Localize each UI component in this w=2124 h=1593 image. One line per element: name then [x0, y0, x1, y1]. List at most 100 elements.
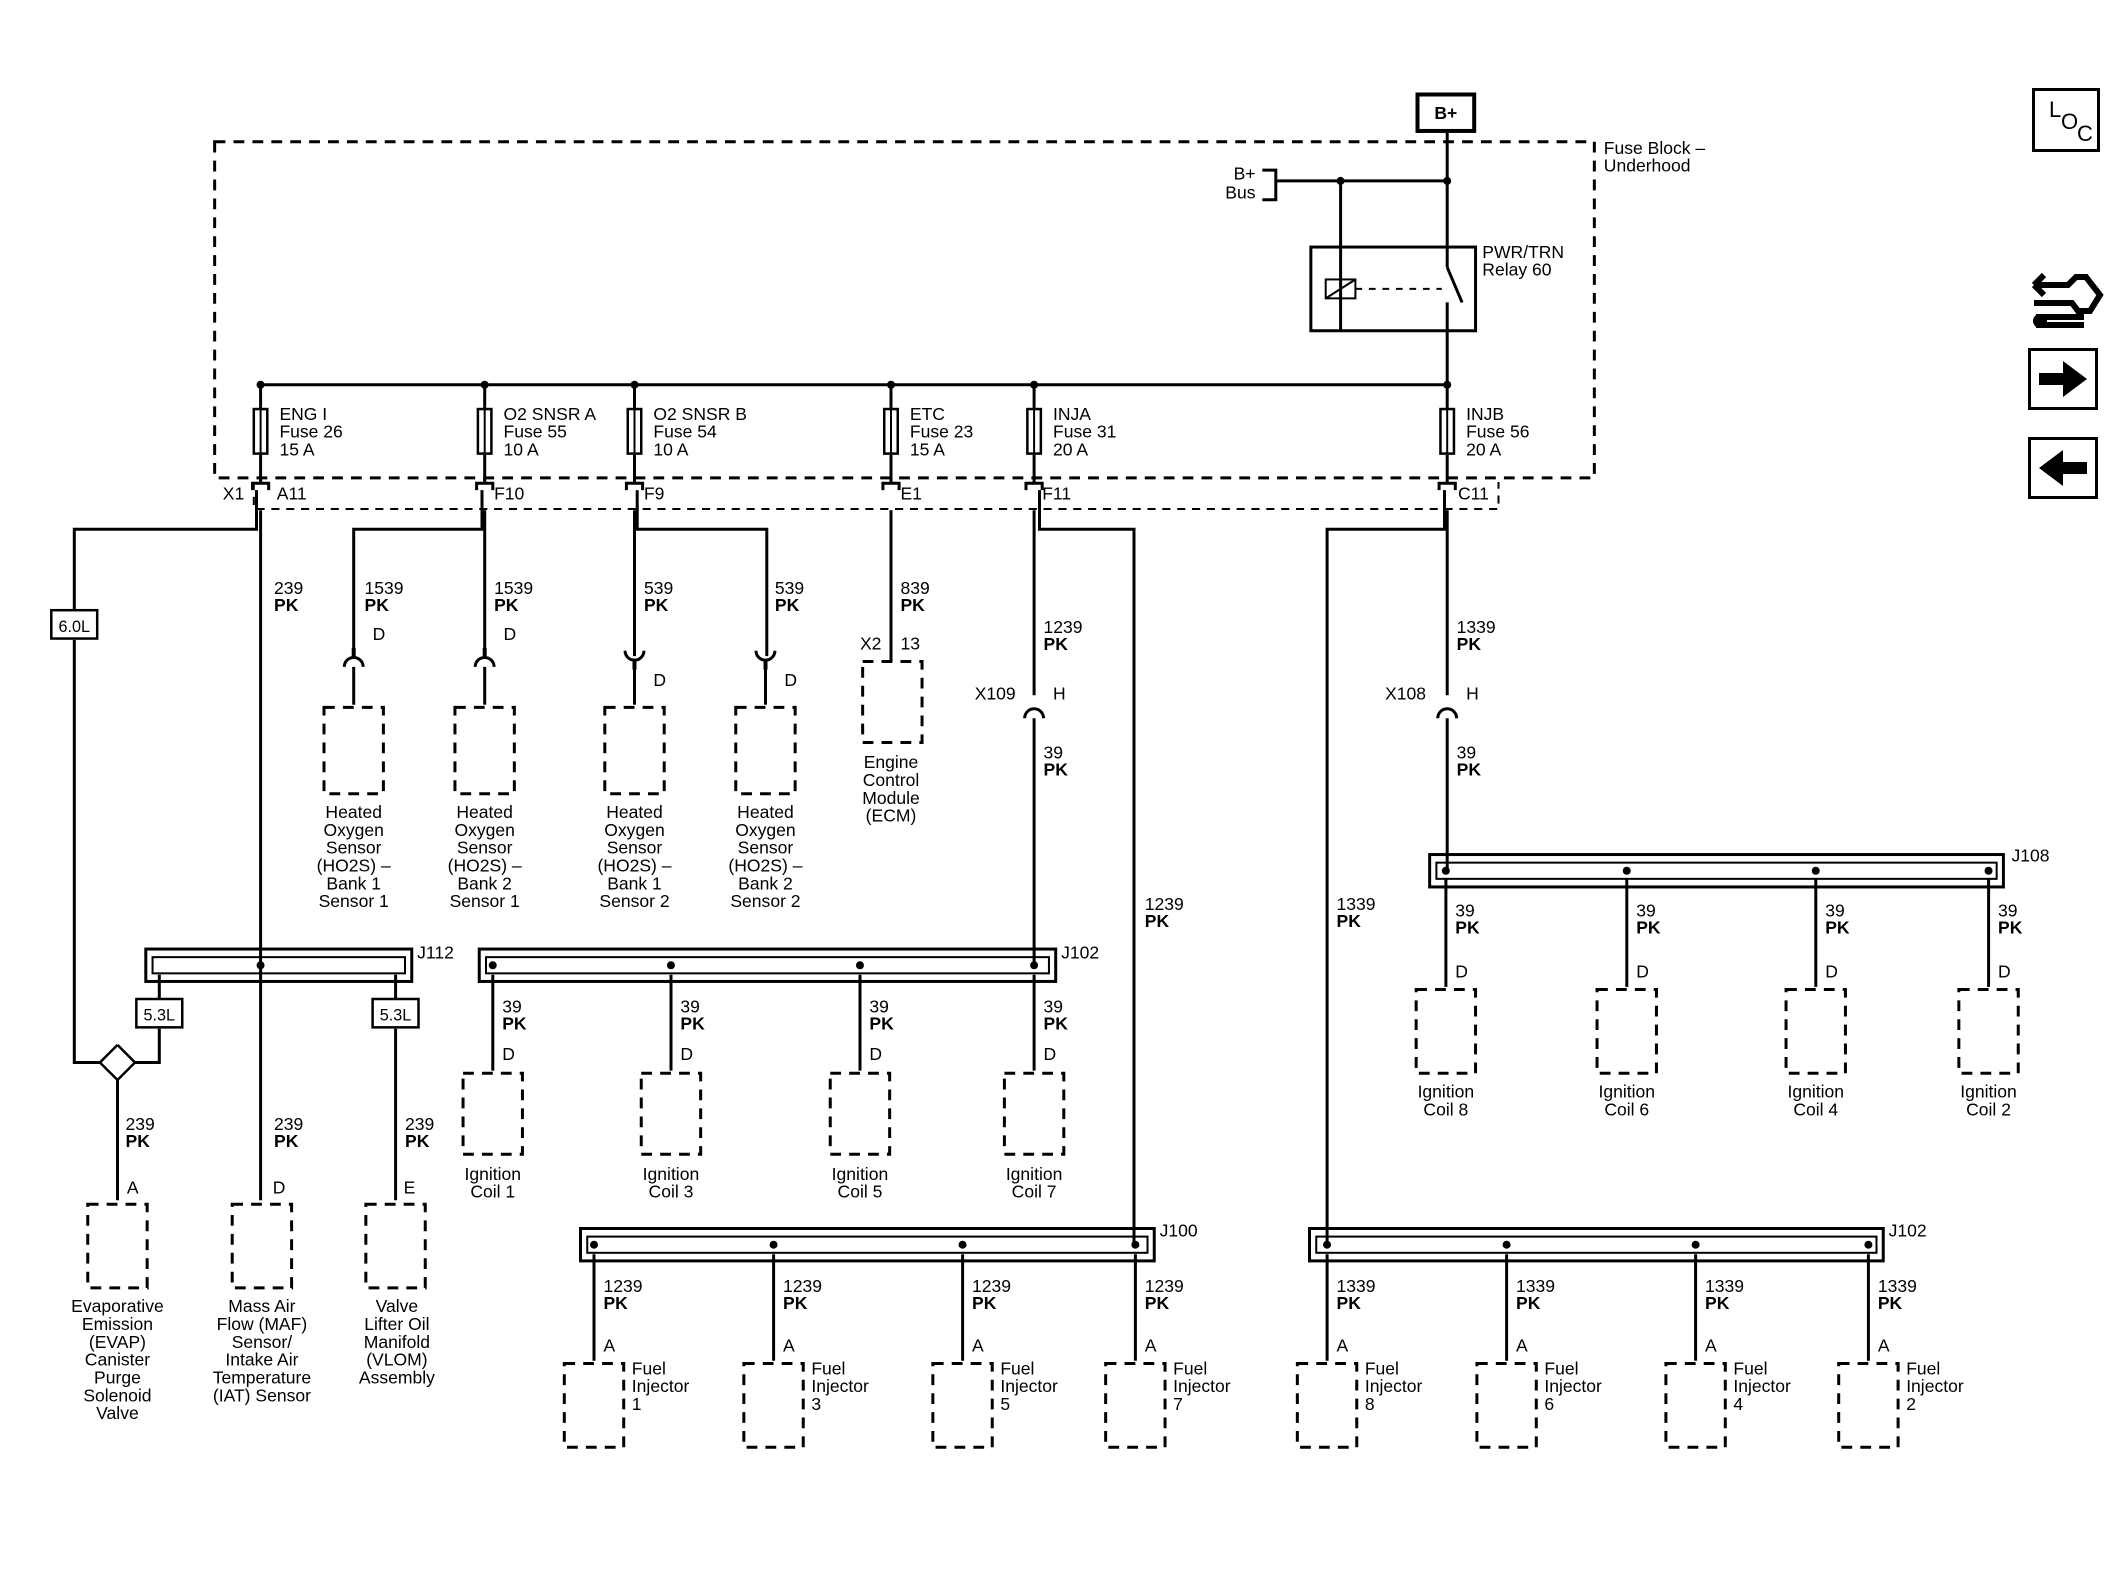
wire-1339-label-j102b-color: PK [1337, 911, 1362, 931]
ho2s-1-box [453, 705, 516, 796]
j108-node-3 [1984, 866, 1993, 875]
relay-60-label-line-0: PWR/TRN [1482, 242, 1564, 262]
j102b-node-2 [1691, 1240, 1700, 1249]
wire-1339-label-inj-even-1-color: PK [1516, 1293, 1541, 1313]
fuse-1-label-line-2: 10 A [504, 439, 539, 459]
inj-even-2-label-line-2: 4 [1733, 1394, 1743, 1414]
wire-1239-label-inj-odd-0-color: PK [603, 1293, 628, 1313]
coil-even-0-label-line-1: Coil 8 [1423, 1099, 1468, 1119]
j112-node-maf [256, 961, 265, 970]
wire-39-label-coil-odd-0-color: PK [502, 1013, 527, 1033]
option-5-3l-a-text: 5.3L [144, 1007, 176, 1025]
wire-239-label-evap-color: PK [126, 1131, 151, 1151]
splice-j102a-inner [485, 956, 1050, 975]
coil-even-1-box [1595, 988, 1658, 1075]
fuse-0-label-line-2: 15 A [279, 439, 314, 459]
inj-even-2-pin: A [1705, 1335, 1717, 1355]
splice-j102a-outer [477, 947, 1058, 983]
ecm-label-line-2: Module [862, 788, 920, 808]
inj-even-2-box [1664, 1362, 1727, 1449]
wire-39-label-coil-even-2-circuit: 39 [1825, 901, 1845, 921]
coil-even-3-box [1957, 988, 2020, 1075]
coil-even-3-pin: D [1998, 961, 2011, 981]
evap-pin-a: A [127, 1177, 139, 1197]
j102a-node-1 [666, 961, 675, 970]
vlom-pin-e: E [404, 1177, 416, 1197]
j102b-node-3 [1864, 1240, 1873, 1249]
inj-even-0-pin: A [1337, 1335, 1349, 1355]
coil-even-1-pin: D [1636, 961, 1649, 981]
j102a-node-2 [855, 961, 864, 970]
next-page-button[interactable] [2028, 348, 2098, 410]
wire-539-label-b-circuit: 539 [775, 578, 804, 598]
wire-239-label-vlom-circuit: 239 [405, 1114, 434, 1134]
coil-odd-0-box [461, 1071, 524, 1156]
coil-odd-2-label-line-0: Ignition [832, 1164, 889, 1184]
vlom-assembly-label-line-2: Manifold [364, 1332, 430, 1352]
maf-sensor-label-line-1: Flow (MAF) [217, 1314, 308, 1334]
coil-even-0-label-line-0: Ignition [1418, 1082, 1475, 1102]
previous-page-button[interactable] [2028, 437, 2098, 499]
component-layer [50, 92, 2020, 1449]
inj-odd-3-label-line-2: 7 [1173, 1394, 1183, 1414]
wire-1539-label-b-circuit: 1539 [494, 578, 533, 598]
loc-button[interactable]: L O C [2032, 88, 2100, 152]
wire-239-label-maf-color: PK [274, 1131, 299, 1151]
ho2s-1-label-line-2: Sensor [457, 838, 513, 858]
wire-239-label-a-color: PK [274, 595, 299, 615]
maf-sensor-label-line-0: Mass Air [228, 1296, 295, 1316]
relay-switch-blade [1445, 266, 1464, 303]
inj-even-0-label-line-0: Fuel [1365, 1358, 1399, 1378]
evap-valve-label-line-1: Emission [82, 1314, 153, 1334]
inj-odd-0-label-line-0: Fuel [632, 1358, 666, 1378]
maf-sensor-label-line-3: Intake Air [225, 1350, 298, 1370]
coil-odd-3-box [1002, 1071, 1066, 1156]
rail-node-5 [1443, 380, 1452, 389]
connector-harness-icon[interactable] [2028, 255, 2108, 335]
ho2s-0-label-line-4: Bank 1 [326, 873, 381, 893]
maf-pin-d: D [273, 1177, 286, 1197]
inj-even-0-box [1295, 1362, 1359, 1449]
coil-even-1-label-line-0: Ignition [1598, 1082, 1655, 1102]
evap-valve-label-line-0: Evaporative [71, 1296, 164, 1316]
ecm-label-line-0: Engine [864, 752, 919, 772]
wire-839-label-circuit: 839 [900, 578, 929, 598]
j100-node-1 [769, 1240, 778, 1249]
wire-39-label-j102a-circuit: 39 [1044, 743, 1064, 763]
wire-39-label-coil-odd-3-color: PK [1044, 1013, 1069, 1033]
x109-pin-label: H [1053, 683, 1066, 703]
fuse-block-label-line-0: Fuse Block – [1604, 138, 1706, 158]
wire-1339-label-main-circuit: 1339 [1457, 617, 1496, 637]
x1-pin-4-label: F11 [1042, 484, 1071, 504]
wire-1239-label-inj-odd-1-circuit: 1239 [783, 1276, 822, 1296]
j100-node-3 [1131, 1240, 1140, 1249]
wire-1239-label-j100-circuit: 1239 [1145, 894, 1184, 914]
inj-even-0-label-line-1: Injector [1365, 1376, 1423, 1396]
ho2s-0-label-line-0: Heated [325, 802, 382, 822]
wire-39-label-coil-even-0-circuit: 39 [1455, 901, 1475, 921]
inj-even-3-label-line-2: 2 [1906, 1394, 1916, 1414]
inj-even-3-box [1837, 1362, 1900, 1449]
fuse-2-label-line-2: 10 A [653, 439, 688, 459]
inj-even-1-label-line-1: Injector [1544, 1376, 1602, 1396]
inj-even-3-pin: A [1878, 1335, 1890, 1355]
loc-letter-o: O [2061, 109, 2079, 134]
wire-239-label-a-circuit: 239 [274, 578, 303, 598]
option-5-3l-b-box [371, 997, 420, 1029]
inj-even-2-label-line-1: Injector [1733, 1376, 1791, 1396]
ho2s-0-label-line-1: Oxygen [323, 820, 383, 840]
j102b-node-0 [1323, 1240, 1332, 1249]
wire-1239-to-j100 [1038, 490, 1136, 1244]
wire-39-label-coil-odd-1-color: PK [680, 1013, 705, 1033]
wire-1239-label-inj-odd-3-color: PK [1145, 1293, 1170, 1313]
vlom-assembly-box [364, 1202, 427, 1290]
inj-even-1-pin: A [1516, 1335, 1528, 1355]
wire-1339-to-j102b [1325, 490, 1446, 1244]
inj-odd-0-box [562, 1362, 626, 1449]
ho2s-0-label-line-2: Sensor [326, 838, 382, 858]
ho2s-2-box [603, 705, 666, 796]
wire-539-label-a-circuit: 539 [644, 578, 673, 598]
wire-1339-label-main-color: PK [1457, 634, 1482, 654]
rail-node-3 [887, 380, 895, 389]
evap-valve-box [86, 1202, 149, 1290]
